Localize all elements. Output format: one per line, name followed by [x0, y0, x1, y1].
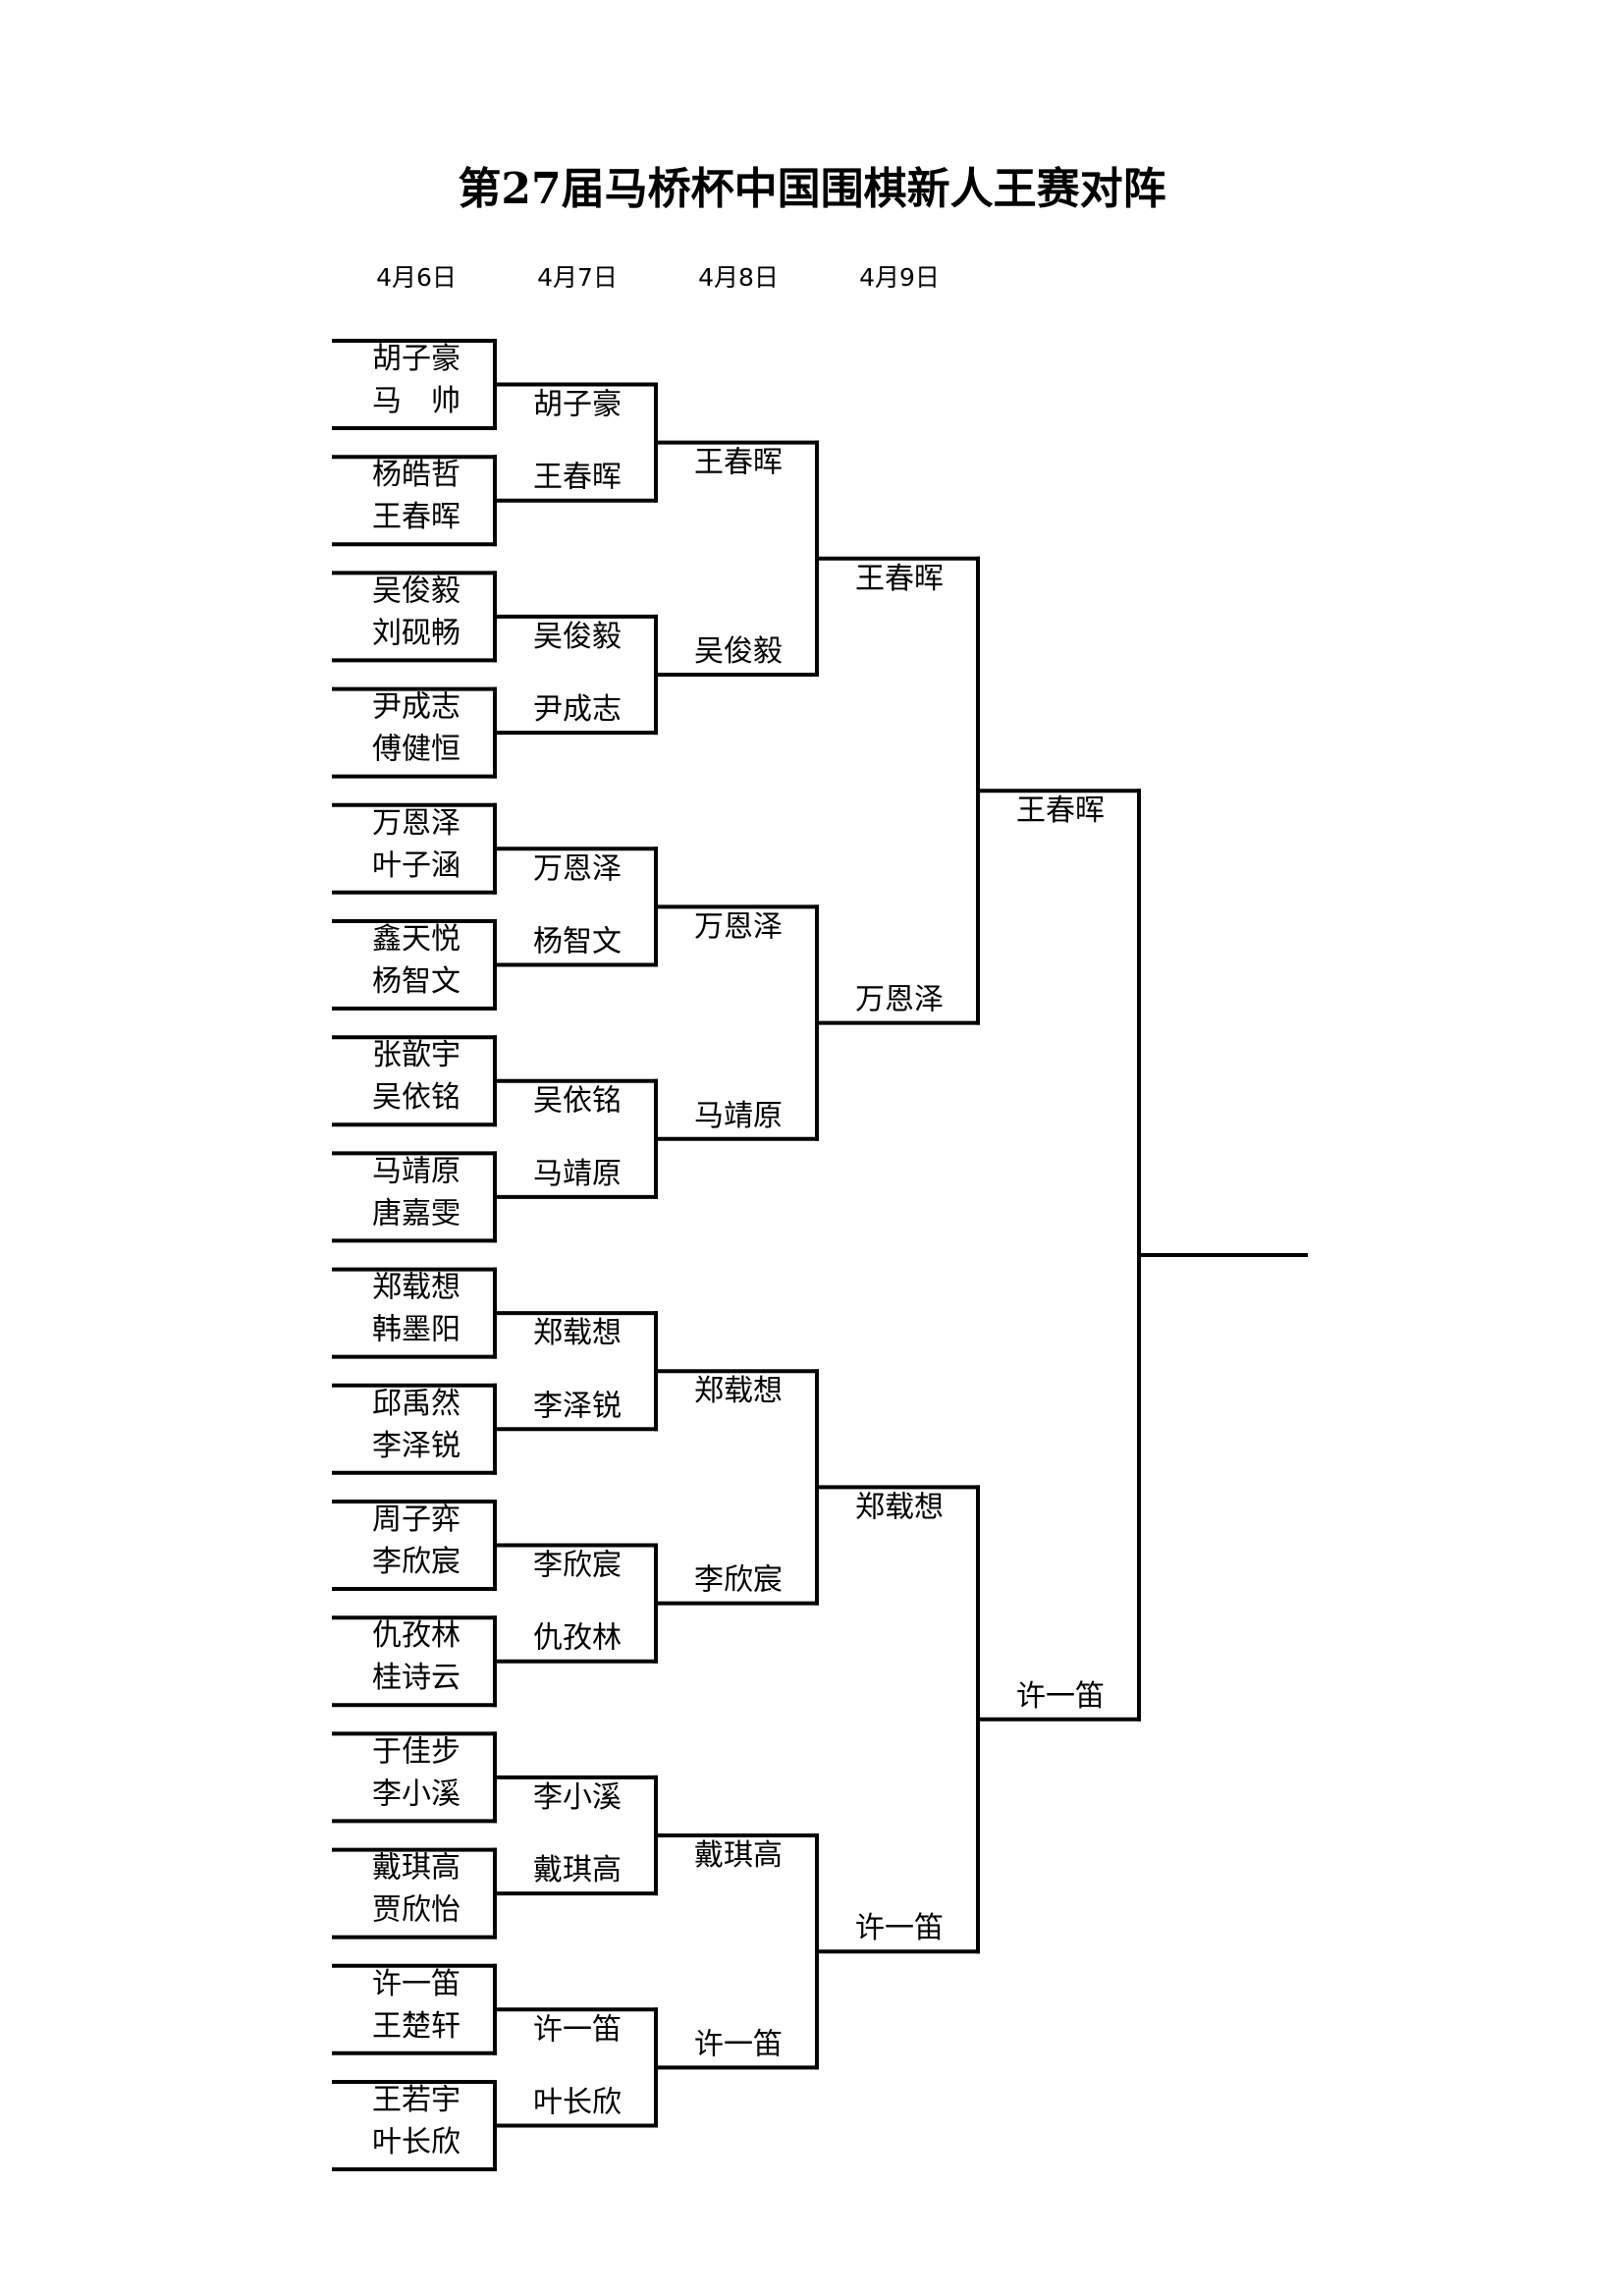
r1-player-bottom: 马 帅	[372, 384, 460, 418]
r2-winner-top: 李欣宸	[533, 1549, 622, 1583]
r1-player-top: 王若宇	[372, 2083, 460, 2117]
r2-winner-bottom: 戴琪高	[533, 1853, 622, 1887]
r2-winner-bottom: 王春晖	[533, 461, 622, 495]
r2-winner-top: 吴俊毅	[533, 620, 622, 654]
r4-winner-top: 郑载想	[855, 1490, 944, 1524]
r1-player-top: 吴俊毅	[372, 574, 460, 608]
r1-player-top: 张歆宇	[372, 1038, 460, 1072]
r1-player-bottom: 叶长欣	[372, 2125, 460, 2159]
r1-player-bottom: 刘砚畅	[372, 616, 460, 650]
round-date-3: 4月8日	[698, 263, 779, 292]
r1-player-bottom: 叶子涵	[372, 848, 460, 883]
r1-player-bottom: 王春晖	[372, 500, 460, 534]
semi-winner-top: 王春晖	[1016, 793, 1105, 828]
r1-player-top: 邱禹然	[372, 1387, 460, 1421]
bracket-lines	[332, 339, 1308, 2171]
r1-player-bottom: 桂诗云	[372, 1661, 460, 1695]
r3-winner-bottom: 马靖原	[694, 1099, 783, 1133]
r2-winner-top: 胡子豪	[533, 388, 622, 422]
r2-winner-bottom: 杨智文	[533, 925, 622, 959]
r1-player-bottom: 韩墨阳	[372, 1313, 460, 1347]
r2-winner-bottom: 尹成志	[533, 692, 622, 727]
r4-winner-top: 王春晖	[855, 562, 944, 596]
r1-player-bottom: 唐嘉雯	[372, 1196, 460, 1230]
r2-winner-top: 万恩泽	[533, 851, 622, 886]
r1-player-top: 戴琪高	[372, 1851, 460, 1886]
r1-player-bottom: 李欣宸	[372, 1545, 460, 1579]
r1-player-top: 胡子豪	[372, 342, 460, 376]
r1-player-bottom: 贾欣怡	[372, 1893, 460, 1928]
r1-player-bottom: 吴依铭	[372, 1080, 460, 1115]
round-dates: 4月6日 4月7日 4月8日 4月9日	[376, 263, 940, 292]
r1-player-top: 郑载想	[372, 1271, 460, 1305]
r4-winner-bottom: 万恩泽	[855, 983, 944, 1017]
r3-winner-bottom: 李欣宸	[694, 1563, 783, 1598]
round-date-2: 4月7日	[537, 263, 618, 292]
r1-player-bottom: 杨智文	[372, 964, 460, 999]
r1-player-top: 于佳步	[372, 1734, 460, 1769]
semi-winner-bottom: 许一笛	[1016, 1679, 1105, 1714]
r2-winner-top: 吴依铭	[533, 1084, 622, 1119]
r2-winner-bottom: 马靖原	[533, 1157, 622, 1191]
r4-winner-bottom: 许一笛	[855, 1911, 944, 1945]
r3-winner-top: 戴琪高	[694, 1838, 783, 1873]
round-date-1: 4月6日	[376, 263, 457, 292]
page-title: 第27届马桥杯中国围棋新人王赛对阵	[458, 164, 1165, 214]
r3-winner-bottom: 许一笛	[694, 2027, 783, 2061]
r2-winner-bottom: 李泽锐	[533, 1389, 622, 1423]
r3-winner-top: 万恩泽	[694, 909, 783, 944]
r2-winner-bottom: 叶长欣	[533, 2086, 622, 2120]
r2-winner-top: 李小溪	[533, 1780, 622, 1815]
r2-winner-top: 许一笛	[533, 2012, 622, 2047]
r1-player-bottom: 傅健恒	[372, 733, 460, 767]
r1-player-top: 周子弈	[372, 1503, 460, 1537]
r1-player-top: 尹成志	[372, 690, 460, 725]
round-date-4: 4月9日	[859, 263, 940, 292]
r2-winner-top: 郑载想	[533, 1316, 622, 1350]
r1-player-top: 鑫天悦	[372, 922, 460, 957]
r1-player-bottom: 李泽锐	[372, 1429, 460, 1463]
r1-player-top: 仇孜林	[372, 1618, 460, 1653]
r1-player-bottom: 王楚轩	[372, 2009, 460, 2044]
r3-winner-bottom: 吴俊毅	[694, 634, 783, 669]
r2-winner-bottom: 仇孜林	[533, 1621, 622, 1656]
r3-winner-top: 王春晖	[694, 446, 783, 480]
r1-player-top: 马靖原	[372, 1154, 460, 1188]
r1-player-top: 万恩泽	[372, 806, 460, 841]
r1-player-bottom: 李小溪	[372, 1777, 460, 1811]
r1-player-top: 许一笛	[372, 1967, 460, 2001]
r3-winner-top: 郑载想	[694, 1374, 783, 1408]
r1-player-top: 杨皓哲	[372, 458, 460, 492]
